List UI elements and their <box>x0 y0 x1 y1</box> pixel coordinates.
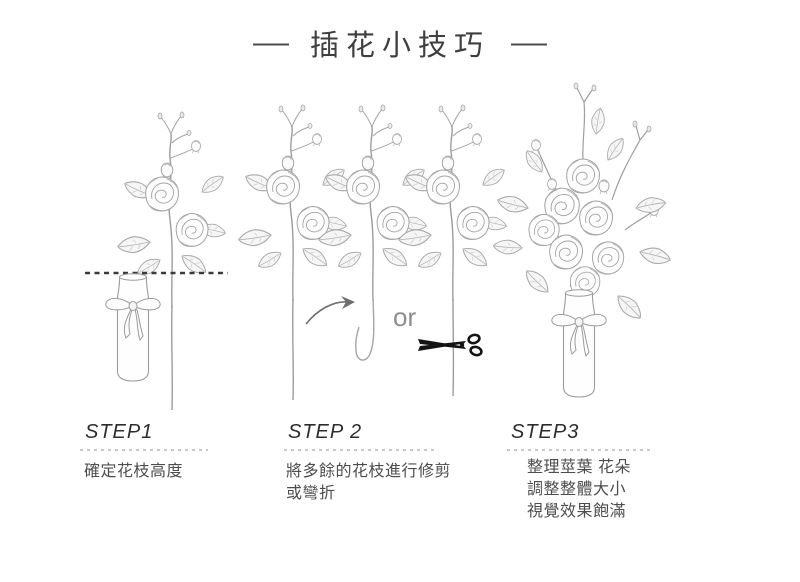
bouquet-illustration <box>492 82 673 324</box>
step2-description-line: 或彎折 <box>286 485 336 502</box>
step3-description: 整理莖葉 花朵 調整整體大小 視覺效果飽滿 <box>527 457 631 523</box>
step2-description-line: 將多餘的花枝進行修剪 <box>286 463 452 480</box>
step3-description-line: 視覺效果飽滿 <box>527 503 627 520</box>
step2-label: STEP 2 <box>288 421 363 443</box>
step1-description-line: 確定花枝高度 <box>84 463 184 480</box>
step2-description: 將多餘的花枝進行修剪 或彎折 <box>286 461 451 505</box>
step3-dotted-divider <box>507 449 653 451</box>
vase-with-ribbon-icon <box>105 273 161 382</box>
step1-illustration <box>85 112 228 411</box>
step2-dotted-divider <box>284 449 437 451</box>
step3-label: STEP3 <box>511 421 580 443</box>
step3-description-line: 調整整體大小 <box>527 481 627 498</box>
rose-stem <box>171 304 173 411</box>
rose-sprig-illustration <box>238 105 348 301</box>
or-label: or <box>393 302 417 332</box>
rose-sprig-illustration <box>398 105 508 301</box>
bend-arrow-icon <box>305 296 355 325</box>
step1-description: 確定花枝高度 <box>84 461 183 483</box>
step3-illustration <box>492 82 673 398</box>
page-title: — 插花小技巧 — <box>0 22 800 64</box>
step3-description-line: 整理莖葉 花朵 <box>527 459 631 476</box>
step1-label: STEP1 <box>85 421 154 443</box>
step2-illustration <box>238 105 508 401</box>
title-text: 插花小技巧 <box>309 30 490 62</box>
rose-sprig-illustration <box>318 105 428 301</box>
vase-with-ribbon-icon <box>551 289 607 398</box>
title-dash-right: — <box>511 26 547 59</box>
scissors-icon <box>418 333 483 357</box>
rose-stem <box>292 298 294 401</box>
title-dash-left: — <box>252 26 289 59</box>
step1-dotted-divider <box>80 449 208 451</box>
bent-rose-stem <box>355 298 375 361</box>
